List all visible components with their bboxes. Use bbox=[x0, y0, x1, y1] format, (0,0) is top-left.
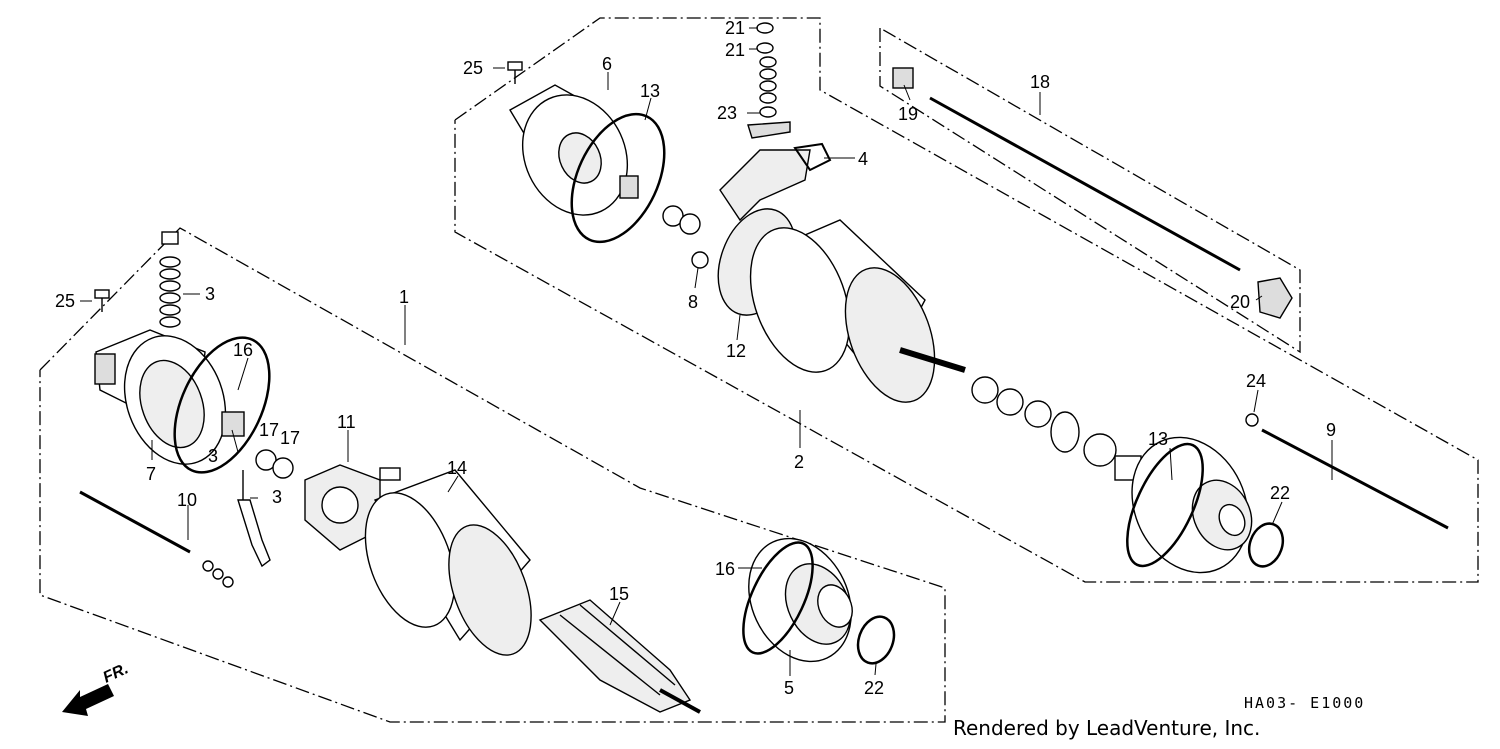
render-credit: Rendered by LeadVenture, Inc. bbox=[953, 716, 1261, 740]
o-ring-16-left bbox=[173, 336, 271, 474]
bolt-25-left bbox=[94, 289, 110, 312]
label-13a: 13 bbox=[640, 81, 660, 101]
washer-d bbox=[996, 388, 1024, 416]
o-ring-13-right bbox=[1126, 442, 1204, 568]
label-3a: 3 bbox=[205, 284, 215, 304]
bearing bbox=[1083, 433, 1117, 467]
front-direction-arrow-icon: FR. bbox=[62, 660, 131, 716]
nut-washer-stack-21 bbox=[747, 22, 791, 139]
label-22a: 22 bbox=[864, 678, 884, 698]
through-bolt-9 bbox=[1245, 413, 1449, 530]
group-outline-right bbox=[454, 17, 1479, 583]
label-6: 6 bbox=[602, 54, 612, 74]
group-outline-kit bbox=[879, 27, 1301, 354]
o-ring-13-top bbox=[570, 112, 666, 244]
label-16b: 16 bbox=[715, 559, 735, 579]
label-12: 12 bbox=[726, 341, 746, 361]
label-5: 5 bbox=[784, 678, 794, 698]
yoke-2 bbox=[749, 219, 966, 403]
front-cover bbox=[1131, 436, 1253, 574]
label-24: 24 bbox=[1246, 371, 1266, 391]
through-bolt-10 bbox=[79, 490, 234, 588]
label-11: 11 bbox=[337, 412, 356, 432]
label-4: 4 bbox=[858, 149, 868, 169]
label-22b: 22 bbox=[1270, 483, 1290, 503]
insulator-3 bbox=[221, 411, 245, 437]
label-1: 1 bbox=[399, 287, 409, 307]
kit-parts-18 bbox=[892, 67, 1293, 319]
label-21a: 21 bbox=[725, 18, 745, 38]
terminal-bolt-3 bbox=[237, 470, 271, 568]
label-17b: 17 bbox=[280, 428, 300, 448]
label-10: 10 bbox=[177, 490, 197, 510]
group-outline-left bbox=[39, 227, 946, 723]
front-cover-5 bbox=[748, 537, 853, 663]
rear-housing-6 bbox=[509, 84, 639, 216]
front-direction-label: FR. bbox=[101, 660, 132, 686]
o-ring-16-front bbox=[742, 541, 814, 655]
label-3c: 3 bbox=[272, 487, 282, 507]
washer-e bbox=[1024, 400, 1052, 428]
bolt-25-right bbox=[507, 61, 523, 84]
washer-17b bbox=[272, 457, 294, 479]
washer-c bbox=[971, 376, 999, 404]
yoke-14 bbox=[364, 469, 532, 656]
label-14: 14 bbox=[447, 458, 467, 478]
label-18: 18 bbox=[1030, 72, 1050, 92]
label-13b: 13 bbox=[1148, 429, 1168, 449]
label-8: 8 bbox=[688, 292, 698, 312]
rear-housing bbox=[94, 329, 227, 465]
label-3b: 3 bbox=[208, 446, 218, 466]
armature-15 bbox=[538, 599, 701, 714]
diagram-code: HA03- E1000 bbox=[1244, 694, 1366, 712]
label-19: 19 bbox=[898, 104, 918, 124]
washer-b bbox=[679, 213, 701, 235]
label-21b: 21 bbox=[725, 40, 745, 60]
nut-8 bbox=[691, 251, 709, 269]
terminal-nut-stack bbox=[159, 231, 181, 328]
label-2: 2 bbox=[794, 452, 804, 472]
label-20: 20 bbox=[1230, 292, 1250, 312]
label-7: 7 bbox=[146, 464, 156, 484]
label-9: 9 bbox=[1326, 420, 1336, 440]
label-23: 23 bbox=[717, 103, 737, 123]
o-ring-22-left bbox=[856, 615, 896, 665]
label-25b: 25 bbox=[55, 291, 75, 311]
label-25a: 25 bbox=[463, 58, 483, 78]
label-17a: 17 bbox=[259, 420, 279, 440]
label-16a: 16 bbox=[233, 340, 253, 360]
brush-plate-4 bbox=[719, 142, 832, 222]
gear-part bbox=[1050, 411, 1080, 453]
label-15: 15 bbox=[609, 584, 629, 604]
o-ring-22-right bbox=[1247, 522, 1285, 568]
